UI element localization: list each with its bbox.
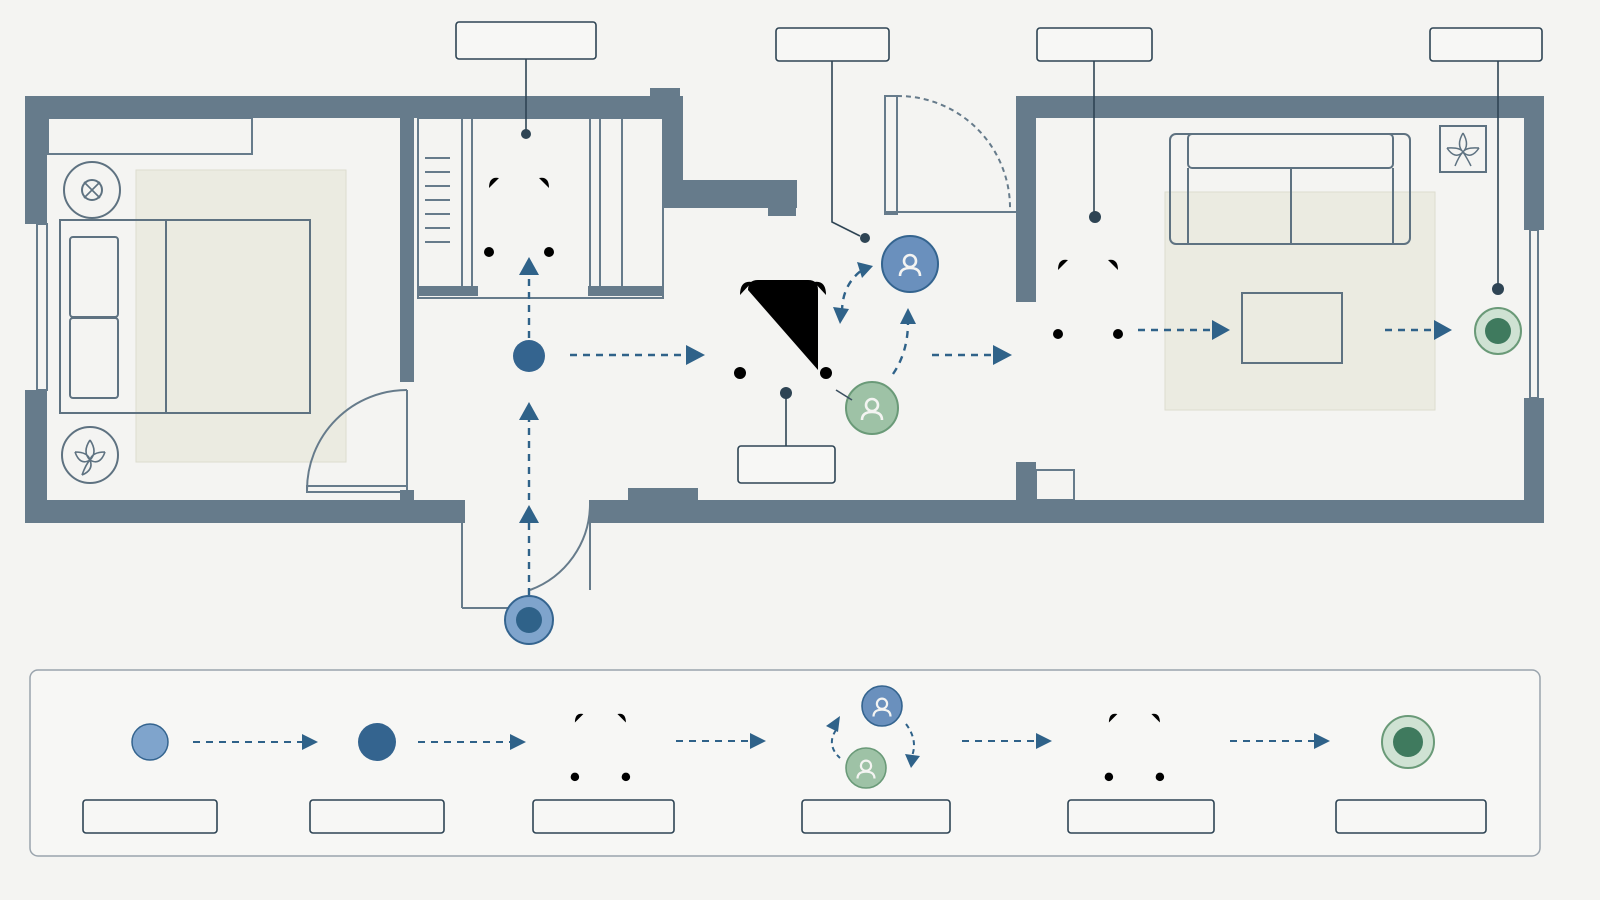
bedroom-dresser <box>47 117 253 155</box>
sofa <box>1169 133 1411 245</box>
legend-arrows <box>193 733 1330 750</box>
partition-stub <box>400 490 414 500</box>
callout-destination <box>1429 27 1543 295</box>
plant-icon <box>61 426 119 484</box>
start-point-icon <box>131 723 169 761</box>
living-north-wall <box>1016 96 1544 118</box>
walker-in-living-room <box>1053 259 1123 339</box>
callout-walker-in-living-room <box>1036 27 1153 223</box>
corner-plant-icon <box>1439 125 1487 173</box>
living-east-wall-upper <box>1524 96 1544 230</box>
bedroom-rug <box>135 169 347 463</box>
waypoint-icon <box>358 723 396 761</box>
bedroom-window <box>36 223 48 391</box>
living-west-wall-upper <box>1016 96 1036 302</box>
living-east-wall-lower <box>1524 398 1544 523</box>
callout-hallway-door <box>775 27 890 243</box>
bedroom-west-wall-upper <box>25 96 47 224</box>
living-west-wall-lower <box>1016 462 1036 502</box>
sequence-legend-panel <box>29 669 1541 857</box>
destination-marker <box>1474 307 1522 355</box>
hall-niche-return <box>768 180 796 216</box>
living-rug <box>1164 191 1436 411</box>
bedroom-north-wall <box>25 96 665 118</box>
bedroom <box>25 96 665 523</box>
legend-label-box <box>309 799 445 834</box>
legend-label-box <box>82 799 218 834</box>
entry-door <box>461 500 591 609</box>
hall-south-wall <box>590 500 1540 523</box>
person-marker <box>881 235 939 293</box>
legend-label-box <box>532 799 675 834</box>
waypoint-marker <box>513 340 545 372</box>
walker-at-closet <box>484 177 554 257</box>
living-window <box>1529 229 1539 399</box>
walker-in-hallway <box>734 280 832 379</box>
bedroom-partition-wall <box>400 118 414 382</box>
bedroom-west-wall-lower <box>25 390 47 523</box>
caregiver-assist-icon <box>826 685 920 789</box>
destination-icon <box>1381 715 1435 769</box>
legend-label-box <box>1335 799 1487 834</box>
caregiver-marker <box>845 381 899 435</box>
coffee-table <box>1241 292 1343 364</box>
bed <box>59 219 311 414</box>
bedroom-south-wall <box>25 500 465 523</box>
hall-south-jamb <box>628 488 698 502</box>
start-point-marker <box>504 595 554 645</box>
legend-label-box <box>801 799 951 834</box>
hallway-door <box>884 94 1018 215</box>
closet <box>417 117 664 299</box>
living-door-jamb <box>1035 469 1075 501</box>
hallway <box>461 88 1540 609</box>
callout-walker-in-hallway <box>737 387 836 484</box>
legend-label-box <box>1067 799 1215 834</box>
path-arrows <box>519 257 1452 595</box>
nightstand-lamp-icon <box>63 161 121 219</box>
living-room <box>1016 96 1544 523</box>
callout-walker-at-closet <box>455 21 597 139</box>
bedroom-door <box>306 389 408 493</box>
legend-label-boxes <box>82 799 1487 834</box>
